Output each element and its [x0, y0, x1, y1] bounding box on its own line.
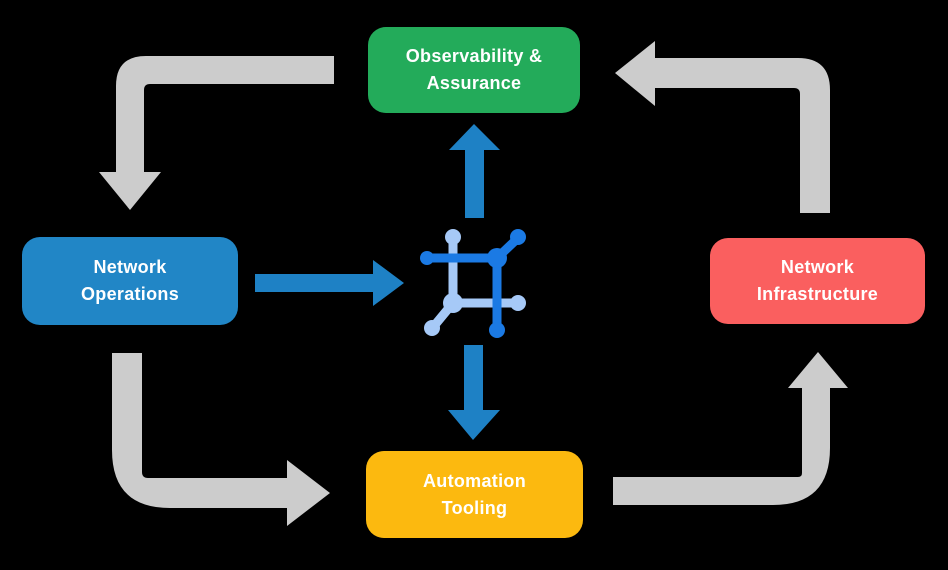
node-network-operations: Network Operations [22, 237, 238, 325]
network-mesh-icon [420, 229, 526, 338]
mesh-light-top-node [445, 229, 461, 245]
arrow-operations-to-center [255, 260, 404, 306]
arrow-operations-to-automation [112, 353, 330, 526]
mesh-dark-topright-node [510, 229, 526, 245]
node-observability-label: Observability & Assurance [405, 46, 543, 93]
node-infrastructure-label: Network Infrastructure [756, 257, 879, 304]
arrow-infrastructure-to-observability [615, 41, 830, 213]
arrow-center-to-observability [449, 124, 500, 218]
arrow-automation-to-infrastructure [613, 352, 848, 505]
mesh-light-junction-node [443, 293, 463, 313]
node-automation-label: Automation Tooling [423, 470, 526, 518]
node-observability-assurance: Observability & Assurance [368, 27, 580, 113]
mesh-light-right-node [510, 295, 526, 311]
mesh-dark-bottom-node [489, 322, 505, 338]
node-operations-label: Network Operations [80, 257, 180, 304]
arrow-observability-to-operations [99, 56, 334, 210]
mesh-light-bottomleft-node [424, 320, 440, 336]
mesh-dark-left-node [420, 251, 434, 265]
arrow-center-to-automation [448, 345, 500, 440]
node-automation-tooling: Automation Tooling [366, 451, 583, 538]
mesh-dark-junction-node [487, 248, 507, 268]
node-network-infrastructure: Network Infrastructure [710, 238, 925, 324]
